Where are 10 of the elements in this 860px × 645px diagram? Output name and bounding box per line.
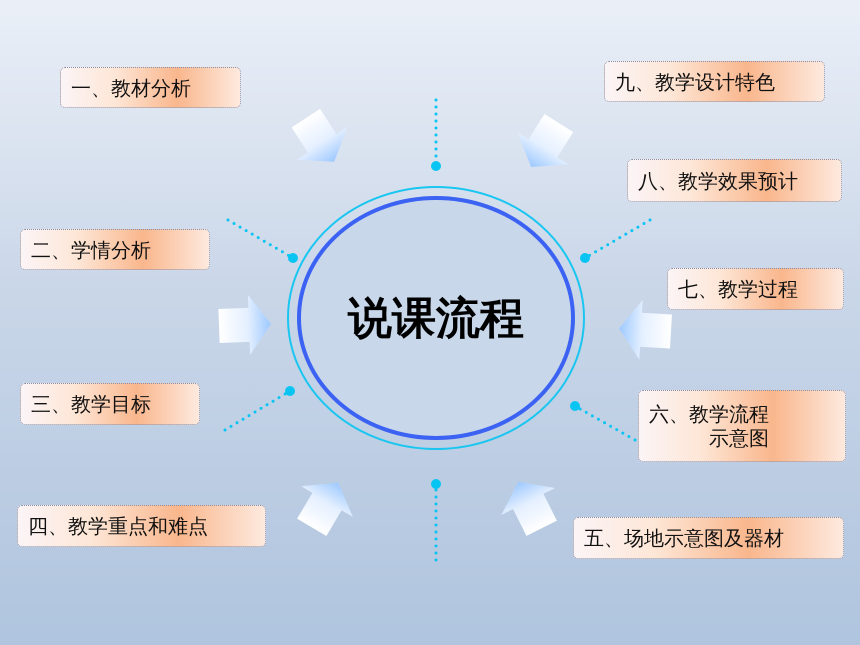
label-box: 九、教学设计特色 [604, 61, 825, 102]
title-text: 说课流程 [348, 292, 524, 346]
label-box: 六、教学流程示意图 [638, 390, 846, 462]
label-box: 四、教学重点和难点 [17, 505, 266, 547]
label-box: 一、教材分析 [60, 67, 241, 108]
label-box: 二、学情分析 [20, 229, 210, 270]
label-box: 五、场地示意图及器材 [573, 517, 844, 559]
label-box: 八、教学效果预计 [627, 159, 842, 202]
label-box: 三、教学目标 [20, 383, 200, 425]
label-box: 七、教学过程 [667, 268, 844, 310]
